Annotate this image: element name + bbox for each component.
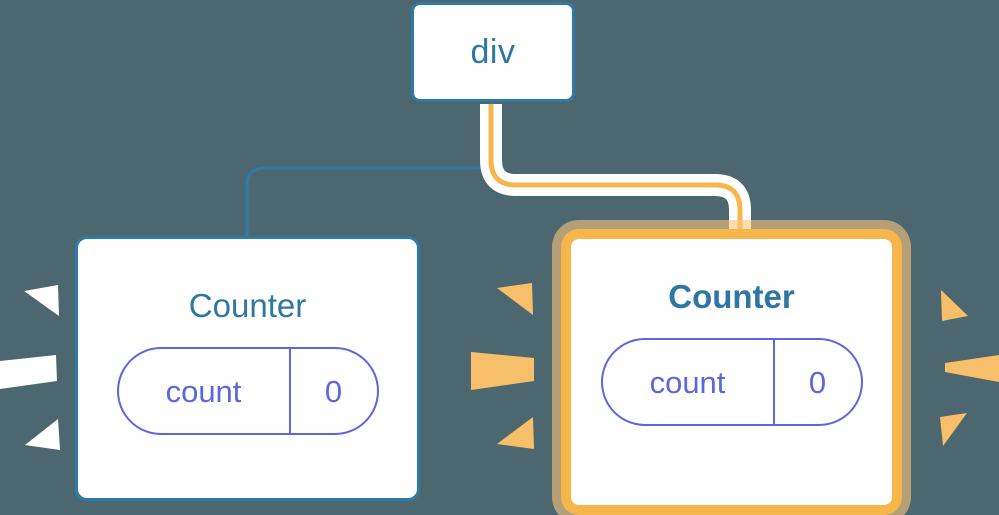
- state-key-label: count: [603, 340, 775, 424]
- burst-ray: [940, 413, 967, 446]
- burst-ray: [24, 285, 59, 316]
- burst-ray: [25, 419, 60, 450]
- edge-div-to-counter-right: [488, 104, 743, 236]
- node-div-label: div: [470, 33, 516, 71]
- burst-ray: [497, 283, 533, 315]
- node-counter-left-label: Counter: [188, 287, 307, 324]
- burst-ray: [471, 352, 534, 390]
- node-div[interactable]: div: [411, 2, 575, 102]
- edge-highlight-halo: [480, 104, 751, 236]
- state-value-label: 0: [808, 364, 827, 400]
- burst-ray: [0, 355, 57, 389]
- node-counter-right[interactable]: Counter count 0: [561, 229, 902, 515]
- state-capsule-left[interactable]: count 0: [116, 347, 379, 435]
- state-key-label: count: [119, 349, 291, 433]
- burst-ray: [945, 355, 999, 382]
- node-counter-left[interactable]: Counter count 0: [75, 236, 420, 501]
- state-capsule-right[interactable]: count 0: [600, 338, 863, 426]
- node-counter-right-label: Counter: [668, 278, 795, 315]
- burst-ray: [497, 417, 534, 449]
- state-value-label: 0: [324, 373, 343, 409]
- burst-ray: [941, 290, 968, 321]
- edge-div-to-counter-left: [245, 102, 493, 238]
